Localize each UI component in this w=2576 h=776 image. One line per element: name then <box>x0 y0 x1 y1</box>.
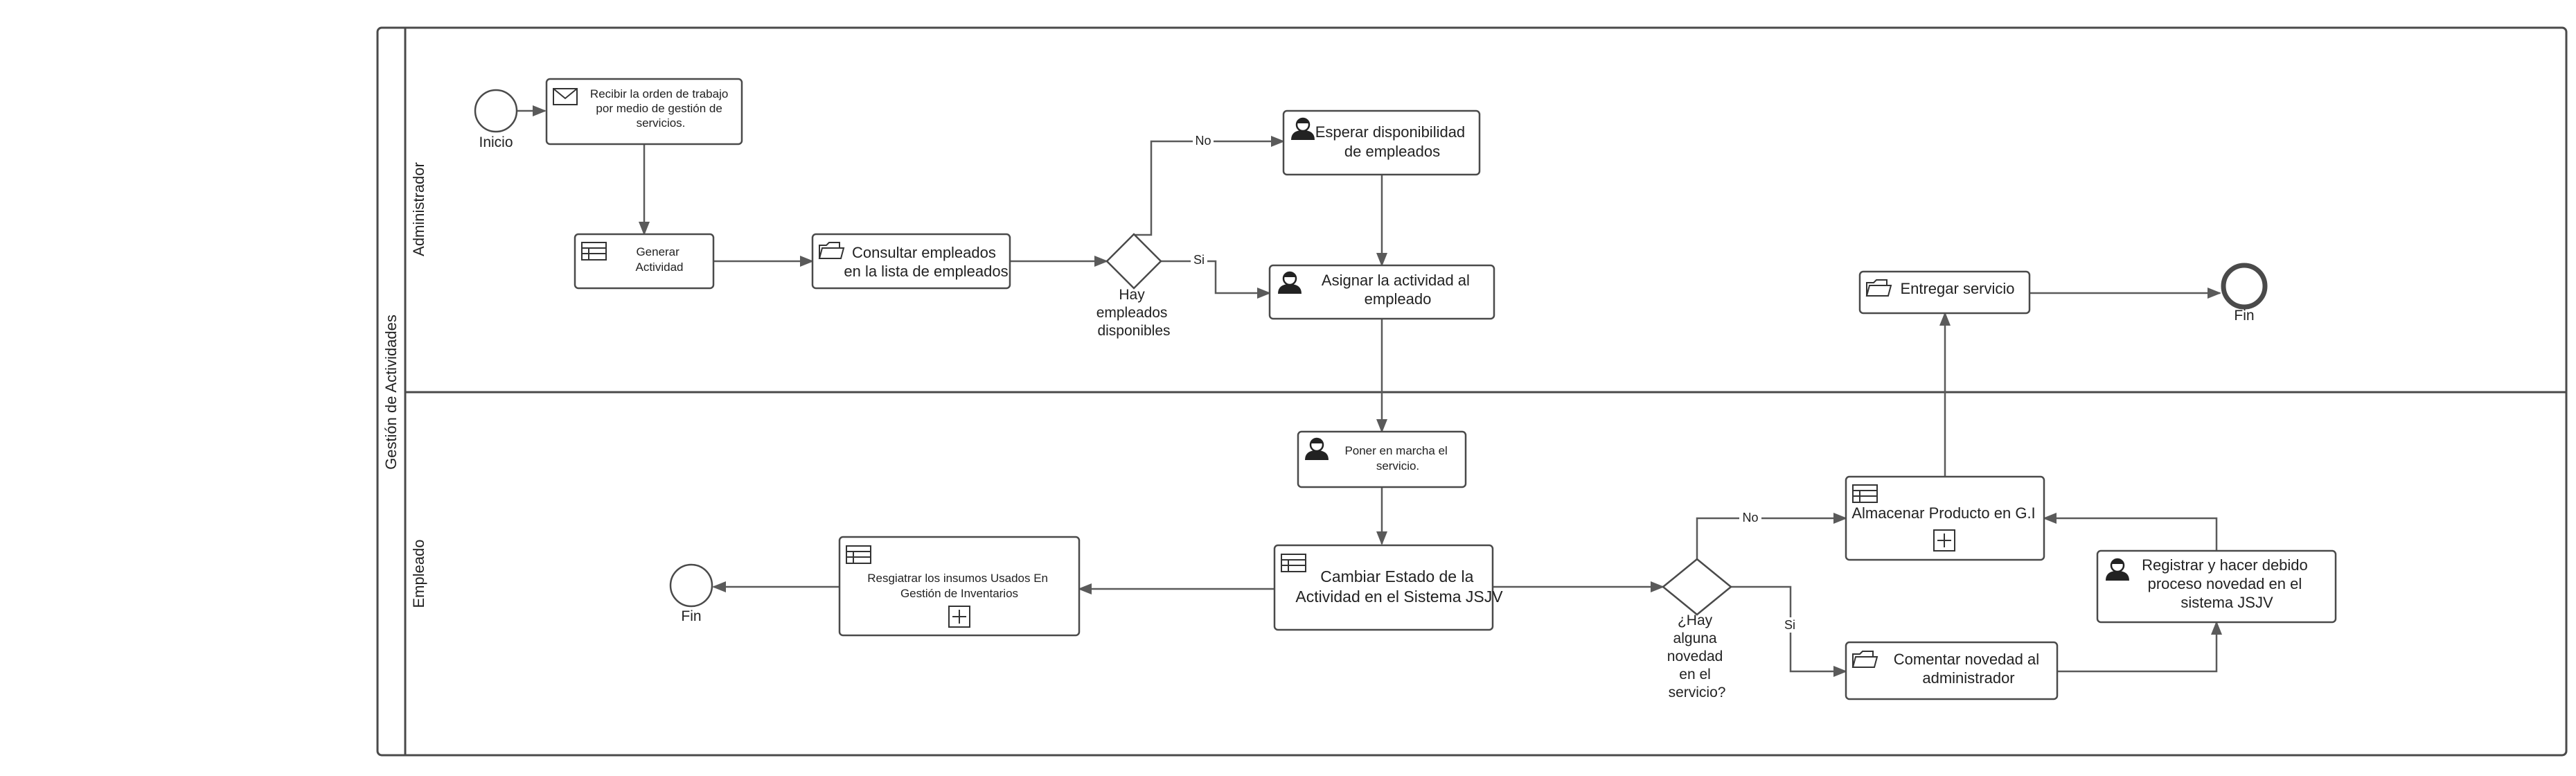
end-event-admin-label: Fin <box>2234 308 2254 324</box>
task-consultar-empleados-label: Consultar empleados en la lista de emple… <box>844 244 1008 280</box>
gateway-hay-novedad-label: ¿Hay alguna novedad en el servicio? <box>1667 612 1727 700</box>
task-label-line: Consultar empleados <box>852 244 996 261</box>
task-cambiar-estado[interactable]: Cambiar Estado de la Actividad en el Sis… <box>1273 544 1503 631</box>
task-almacenar-producto-label: Almacenar Producto en G.I <box>1851 504 2035 522</box>
gateway-label-line: en el <box>1679 667 1711 682</box>
task-label-line: Gestión de Inventarios <box>900 587 1018 600</box>
gateway-hay-novedad[interactable]: ¿Hay alguna novedad en el servicio? <box>1662 558 1732 700</box>
task-label-line: Resgiatrar los insumos Usados En <box>867 572 1048 585</box>
task-registrar-insumos-label: Resgiatrar los insumos Usados En Gestión… <box>867 572 1051 600</box>
user-icon <box>1291 117 1315 140</box>
task-label-line: de empleados <box>1344 143 1440 160</box>
user-icon <box>1278 271 1302 294</box>
task-label-line: Esperar disponibilidad <box>1315 123 1465 141</box>
task-entregar-servicio[interactable]: Entregar servicio <box>1858 270 2031 315</box>
task-label-line: Recibir la orden de trabajo <box>590 87 728 100</box>
gateway-label-line: servicio? <box>1669 685 1726 700</box>
task-asignar-actividad-label: Asignar la actividad al empleado <box>1322 272 1474 308</box>
task-label-line: Poner en marcha el <box>1344 444 1447 457</box>
sequence-flows <box>517 105 2222 677</box>
lane-label-admin: Administrador <box>410 162 427 256</box>
flow-gw1-esperar[interactable] <box>1134 136 1285 236</box>
end-event-emp[interactable]: Fin <box>669 563 713 624</box>
task-registrar-novedad[interactable]: Registrar y hacer debido proceso novedad… <box>2096 549 2337 624</box>
end-event-emp-label: Fin <box>681 608 701 624</box>
start-event-label: Inicio <box>479 134 513 150</box>
task-esperar-disponibilidad[interactable]: Esperar disponibilidad de empleados <box>1282 109 1481 176</box>
flow-label-gw1-si: Si <box>1193 253 1205 267</box>
flow-gw1-asignar[interactable] <box>1161 260 1271 299</box>
gateway-label-line: alguna <box>1673 630 1717 646</box>
task-poner-en-marcha-label: Poner en marcha el servicio. <box>1344 444 1450 473</box>
folder-icon <box>818 242 845 259</box>
gateway-hay-empleados-label: Hay empleados disponibles <box>1096 287 1172 339</box>
subprocess-marker-icon[interactable] <box>1933 529 1955 552</box>
flow-registrar-novedad-almacenar[interactable] <box>2043 513 2218 551</box>
task-label-line: en la lista de empleados <box>844 263 1008 280</box>
table-icon <box>1281 554 1306 572</box>
start-event[interactable]: Inicio <box>474 89 518 150</box>
task-registrar-novedad-label: Registrar y hacer debido proceso novedad… <box>2142 556 2312 611</box>
task-recibir-orden[interactable]: Recibir la orden de trabajo por medio de… <box>545 78 743 146</box>
gateway-label-line: empleados <box>1096 305 1168 321</box>
gateway-label-line: disponibles <box>1097 323 1170 339</box>
task-label-line: Comentar novedad al <box>1894 651 2039 668</box>
table-icon <box>1852 484 1878 503</box>
lane-admin: Administrador <box>410 162 427 256</box>
task-esperar-disponibilidad-label: Esperar disponibilidad de empleados <box>1315 123 1470 160</box>
flow-label-gw1-no: No <box>1195 134 1211 148</box>
flow-comentar-registrar-novedad[interactable] <box>2057 621 2222 673</box>
task-almacenar-producto[interactable]: Almacenar Producto en G.I <box>1845 475 2045 561</box>
task-label-line: Actividad en el Sistema JSJV <box>1295 588 1503 606</box>
task-label-line: Actividad <box>636 261 684 274</box>
table-icon <box>581 242 607 261</box>
flow-gw2-almacenar[interactable] <box>1696 513 1847 559</box>
task-label-line: sistema JSJV <box>2180 594 2273 611</box>
gateway-hay-empleados[interactable]: Hay empleados disponibles <box>1096 233 1172 339</box>
folder-icon <box>1851 651 1878 668</box>
envelope-icon <box>553 88 578 105</box>
task-poner-en-marcha[interactable]: Poner en marcha el servicio. <box>1297 430 1467 488</box>
task-generar-actividad-label: Generar Actividad <box>636 245 684 274</box>
task-entregar-servicio-label: Entregar servicio <box>1900 280 2014 297</box>
task-label-line: Asignar la actividad al <box>1322 272 1470 289</box>
task-asignar-actividad[interactable]: Asignar la actividad al empleado <box>1268 264 1495 320</box>
flow-label-gw2-no: No <box>1742 511 1758 524</box>
flow-label-gw2-si: Si <box>1784 618 1795 632</box>
task-comentar-novedad[interactable]: Comentar novedad al administrador <box>1845 641 2059 700</box>
task-label-line: proceso novedad en el <box>2148 575 2302 592</box>
lane-emp: Empleado <box>410 539 427 608</box>
task-recibir-orden-label: Recibir la orden de trabajo por medio de… <box>590 87 731 130</box>
subprocess-marker-icon[interactable] <box>948 606 970 628</box>
gateway-label-line: Hay <box>1119 287 1145 303</box>
task-label-line: administrador <box>1922 669 2014 687</box>
folder-icon <box>1865 279 1892 297</box>
pool-label: Gestión de Actividades <box>382 315 400 470</box>
task-registrar-insumos[interactable]: Resgiatrar los insumos Usados En Gestión… <box>838 536 1081 637</box>
task-label-line: por medio de gestión de <box>596 102 722 115</box>
table-icon <box>846 545 871 564</box>
gateway-label-line: ¿Hay <box>1678 612 1713 628</box>
user-icon <box>1305 437 1329 460</box>
end-event-admin[interactable]: Fin <box>2221 263 2268 324</box>
task-comentar-novedad-label: Comentar novedad al administrador <box>1894 651 2043 687</box>
task-label-line: Cambiar Estado de la <box>1320 567 1473 585</box>
task-label-line: servicio. <box>1376 459 1419 473</box>
lane-label-emp: Empleado <box>410 539 427 608</box>
task-label-line: Generar <box>636 245 679 258</box>
task-label-line: empleado <box>1365 290 1432 308</box>
flow-labels: No Si No Si <box>1191 133 1800 633</box>
task-consultar-empleados[interactable]: Consultar empleados en la lista de emple… <box>811 233 1011 290</box>
task-label-line: Registrar y hacer debido <box>2142 556 2308 574</box>
task-label-line: servicios. <box>637 116 686 130</box>
gateway-label-line: novedad <box>1667 649 1723 664</box>
task-cambiar-estado-label: Cambiar Estado de la Actividad en el Sis… <box>1295 567 1503 606</box>
user-icon <box>2106 558 2129 581</box>
task-generar-actividad[interactable]: Generar Actividad <box>574 233 715 290</box>
